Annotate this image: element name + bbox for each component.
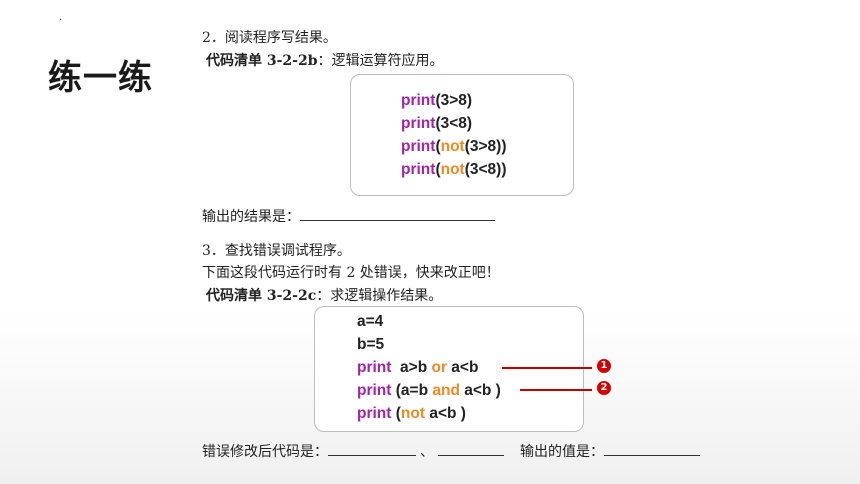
keyword-logic: not bbox=[440, 161, 465, 178]
code-text: a>b bbox=[391, 359, 432, 376]
keyword-logic: not bbox=[400, 405, 426, 422]
q2-code-line: print(not(3>8)) bbox=[401, 135, 507, 158]
corner-mark: · bbox=[59, 15, 63, 26]
keyword-logic: or bbox=[431, 359, 448, 376]
q2-output-label: 输出的结果是： bbox=[202, 209, 300, 225]
q3-fix-label: 错误修改后代码是： bbox=[202, 444, 328, 460]
q2-listing-caption: 代码清单 3-2-2b：逻辑运算符应用。 bbox=[206, 50, 444, 70]
q3-listing-label: 代码清单 3-2-2c bbox=[206, 288, 317, 304]
q3-code-line: print (a=b and a<b ) bbox=[357, 379, 501, 402]
q2-answer-blank[interactable] bbox=[300, 208, 495, 221]
code-text: ( bbox=[435, 161, 441, 178]
q2-code-block: print(3>8)print(3<8)print(not(3>8))print… bbox=[401, 89, 507, 181]
error-1-marker: 1 bbox=[597, 359, 611, 373]
error-1-pointer bbox=[502, 367, 592, 369]
q2-listing-label: 代码清单 3-2-2b bbox=[206, 53, 318, 69]
code-text: (3<8) bbox=[435, 115, 473, 132]
page-title: 练一练 bbox=[48, 58, 153, 98]
keyword-print: print bbox=[357, 359, 392, 376]
keyword-print: print bbox=[357, 382, 392, 399]
keyword-print: print bbox=[401, 138, 436, 155]
q2-code-line: print(3>8) bbox=[401, 89, 507, 112]
code-text: (3<8)) bbox=[464, 161, 507, 178]
q3-instruction: 下面这段代码运行时有 2 处错误，快来改正吧！ bbox=[202, 265, 500, 281]
error-2-marker: 2 bbox=[597, 381, 611, 395]
fix-blank-1[interactable] bbox=[328, 443, 416, 456]
keyword-print: print bbox=[401, 161, 436, 178]
q3-code-line: a=4 bbox=[357, 310, 501, 333]
q3-code-line: print (not a<b ) bbox=[357, 402, 501, 425]
error-2-pointer bbox=[520, 389, 592, 391]
q2-listing-desc: ：逻辑运算符应用。 bbox=[317, 53, 444, 69]
q2-output-line: 输出的结果是： bbox=[202, 206, 495, 226]
q3-heading: 3．查找错误调试程序。 bbox=[202, 243, 351, 259]
code-text: a<b ) bbox=[459, 382, 501, 399]
q3-output-blank[interactable] bbox=[604, 443, 700, 456]
code-text: a<b ) bbox=[425, 405, 466, 422]
code-text: b=5 bbox=[357, 336, 385, 353]
code-text: a=4 bbox=[357, 313, 384, 330]
q3-listing-caption: 代码清单 3-2-2c：求逻辑操作结果。 bbox=[206, 285, 442, 305]
keyword-logic: and bbox=[432, 382, 460, 399]
fix-blank-2[interactable] bbox=[438, 443, 504, 456]
code-text: (3>8) bbox=[435, 92, 473, 109]
q2-code-line: print(3<8) bbox=[401, 112, 507, 135]
q2-code-line: print(not(3<8)) bbox=[401, 158, 507, 181]
keyword-print: print bbox=[401, 92, 436, 109]
q3-code-line: b=5 bbox=[357, 333, 501, 356]
q3-answer-line: 错误修改后代码是： 、 输出的值是： bbox=[202, 441, 700, 461]
code-text: (3>8)) bbox=[464, 138, 507, 155]
keyword-logic: not bbox=[440, 138, 465, 155]
q3-code-line: print a>b or a<b bbox=[357, 356, 501, 379]
q2-heading: 2．阅读程序写结果。 bbox=[202, 30, 337, 46]
q3-listing-desc: ：求逻辑操作结果。 bbox=[316, 288, 443, 304]
keyword-print: print bbox=[401, 115, 436, 132]
code-text: ( bbox=[391, 405, 401, 422]
code-text: (a=b bbox=[391, 382, 433, 399]
code-text: ( bbox=[435, 138, 441, 155]
q2-code-box: print(3>8)print(3<8)print(not(3>8))print… bbox=[350, 74, 574, 196]
keyword-print: print bbox=[357, 405, 392, 422]
q3-output-label: 输出的值是： bbox=[520, 444, 604, 460]
separator: 、 bbox=[420, 444, 434, 460]
code-text: a<b bbox=[447, 359, 479, 376]
